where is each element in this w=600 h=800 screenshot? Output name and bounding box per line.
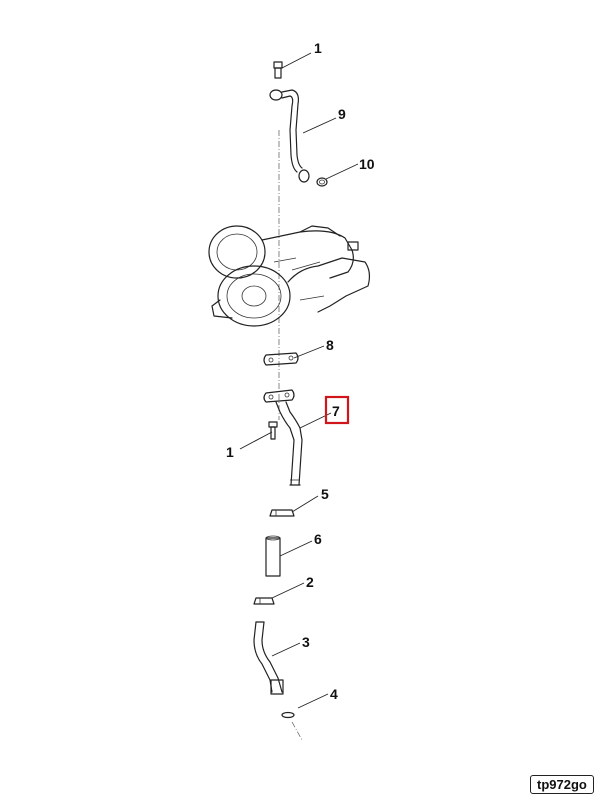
part-gasket	[263, 352, 299, 366]
callout-8: 8	[326, 337, 334, 353]
callout-10: 10	[359, 156, 375, 172]
part-washer	[316, 177, 328, 187]
part-clamp-upper	[269, 509, 295, 517]
part-turbocharger	[208, 225, 371, 327]
callout-5: 5	[321, 486, 329, 502]
part-hose	[265, 535, 281, 577]
part-o-ring	[281, 711, 303, 741]
callout-1-top: 1	[314, 40, 322, 56]
part-lower-pipe	[253, 621, 284, 695]
part-bolt-lower	[268, 421, 278, 440]
leader-lines	[239, 52, 359, 709]
reference-code-label: tp972go	[530, 775, 594, 794]
callout-7: 7	[332, 403, 340, 419]
part-oil-feed-pipe	[269, 89, 310, 183]
part-oil-drain-pipe	[263, 389, 303, 486]
callout-4: 4	[330, 686, 338, 702]
callout-6: 6	[314, 531, 322, 547]
callout-1-lower: 1	[226, 444, 234, 460]
part-clamp-lower	[253, 597, 275, 605]
callout-2: 2	[306, 574, 314, 590]
callout-9: 9	[338, 106, 346, 122]
callout-3: 3	[302, 634, 310, 650]
callout-7-highlight-box	[324, 395, 350, 425]
part-bolt-top	[273, 61, 283, 79]
